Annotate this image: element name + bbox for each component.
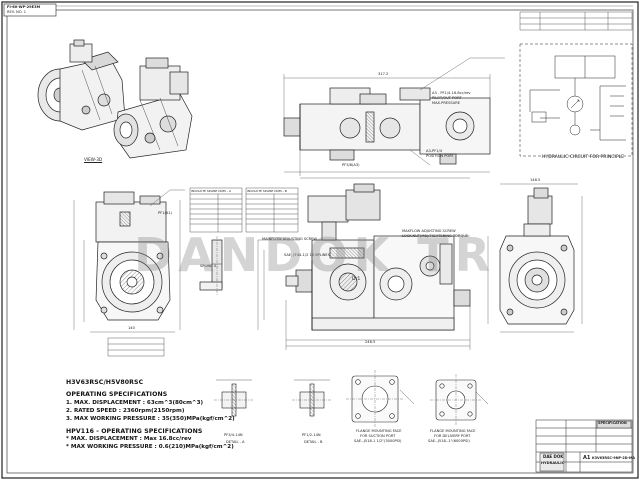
detail-a-label: DETAIL - A xyxy=(226,440,245,444)
revision-block xyxy=(519,11,633,31)
max-pressure-label: MAX.PRESSURE xyxy=(432,101,461,105)
spline-label: SPLINE 4 - xyxy=(200,264,219,268)
suction-flange-face xyxy=(346,370,415,428)
title-block-company: DAE DOK xyxy=(543,454,564,459)
detail-b-label: DETAIL - B xyxy=(304,440,323,444)
spline-table-b-title: INVOLUTE SPLINE DIMS - B xyxy=(247,188,287,193)
spline-table-a-title: INVOLUTE SPLINE DIMS - A xyxy=(191,188,231,193)
pilot-port-label: A3 - PF1/4-16.8cc/rev xyxy=(432,91,471,95)
drain-port-label: PF3/8(A3) xyxy=(342,163,360,167)
spec-line-3: 3. MAX WORKING PRESSURE : 35(350)MPa(kgf… xyxy=(66,416,235,422)
hydraulic-circuit-label: HYDRAULIC CIRCUIT FOR PRINCIPLE xyxy=(542,155,625,160)
lock-nut-label: LOCK-NUT(M8):TIGHTENING TORQUE xyxy=(402,234,469,238)
dimension-140: 140 xyxy=(128,326,135,330)
model-number: H3V63RSC/H5V80RSC xyxy=(66,379,144,386)
suction-flange-label: FLANGE MOUNTING FACE xyxy=(356,429,402,433)
port-pf34-label: PF3/4-14N xyxy=(224,433,243,437)
delivery-flange-label-3: SAE--J518--1"(6000PSI) xyxy=(428,439,470,443)
dimension-246: 246.5 xyxy=(365,340,376,344)
dr-port-label: Dr1 xyxy=(352,277,361,282)
operating-specs-heading: OPERATING SPECIFICATIONS xyxy=(66,391,168,398)
revision-stamp-box xyxy=(3,3,57,17)
pump-right-end-view xyxy=(499,187,575,325)
position-port-label: A3-PF1/4 xyxy=(426,149,443,153)
delivery-flange-label: FLANGE MOUNTING FACE xyxy=(430,429,476,433)
pump-3d-view-1 xyxy=(37,39,126,131)
title-block-doc: SPECIFICATION xyxy=(598,421,627,425)
title-block xyxy=(535,419,633,473)
front-view-dimensions xyxy=(257,177,471,350)
pilot-out-port-label: PILOT/OUT PORT xyxy=(432,96,462,100)
spline-table-a xyxy=(189,187,243,233)
spline-table-b xyxy=(245,187,299,233)
right-view-dimensions xyxy=(487,183,583,333)
mainflow-screw-label: MAINFLOW ADJUSTING SCREW xyxy=(262,237,317,241)
spec-line-1: 1. MAX. DISPLACEMENT : 63cm^3(80cm^3) xyxy=(66,400,204,406)
spline-sae-label: SAE, J744-1/2 10 SPLINES xyxy=(284,253,330,257)
hpv-specs-heading: HPV116 - OPERATING SPECIFICATIONS xyxy=(66,428,203,435)
port-detail-pf34 xyxy=(214,379,254,417)
spec-line-2: 2. RATED SPEED : 2360rpm(2150rpm) xyxy=(66,408,185,414)
title-block-sheet: A1 xyxy=(583,455,591,461)
left-view-note-box xyxy=(107,337,165,357)
side-view-dimensions xyxy=(283,57,505,176)
position-port-label-2: POSITION PORT xyxy=(426,154,454,158)
dimension-317: 317.2 xyxy=(378,72,389,76)
port-detail-pf12 xyxy=(292,379,332,417)
hpv-spec-line-1: * MAX. DISPLACEMENT : Max 16.8cc/rev xyxy=(66,436,192,442)
title-block-part-no: K3V63RSC-9NP-2D-MA xyxy=(592,456,636,460)
hydraulic-circuit xyxy=(519,43,633,157)
delivery-flange-label-2: FOR DELIVERY PORT xyxy=(434,434,471,438)
pump-side-view xyxy=(283,87,491,165)
hpv-spec-line-2: * MAX WORKING PRESSURE : 0.6(210)MPa(kgf… xyxy=(66,444,234,450)
pump-left-end-view xyxy=(95,191,171,321)
stamp-text: FI-60-WP-29E3M xyxy=(7,5,41,9)
title-block-company-2: HYDRAULIC xyxy=(541,461,565,465)
pump-3d-view-2 xyxy=(113,57,193,159)
dimension-148: 148.5 xyxy=(530,178,541,182)
delivery-flange-face xyxy=(430,374,489,426)
maxflow-screw-label: MAXFLOW ADJUSTING SCREW xyxy=(402,229,456,233)
pump-main-front-view xyxy=(285,183,471,331)
pf-port-label: PF1(A1) xyxy=(158,211,173,215)
stamp-sub: REV. NO. 1 xyxy=(7,10,26,14)
suction-flange-label-2: FOR SUCTION PORT xyxy=(360,434,396,438)
suction-flange-label-3: SAE--J518-1 1/2"(3000PSI) xyxy=(354,439,402,443)
left-view-dimensions xyxy=(73,189,185,333)
shaft-detail-view xyxy=(199,236,223,296)
port-pf12-label: PF1/2-14N xyxy=(302,433,321,437)
view-3d-label: VIEW-3D xyxy=(84,157,103,162)
